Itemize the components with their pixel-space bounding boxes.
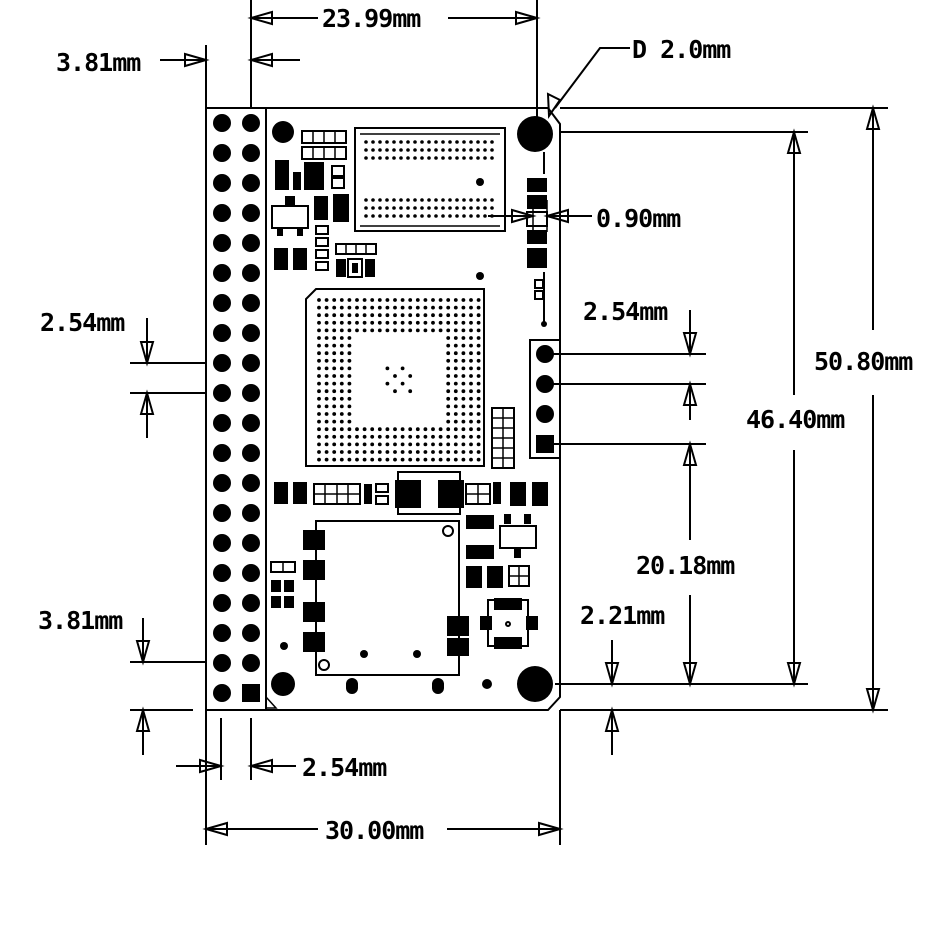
left-bottom-offset-label: 3.81mm — [38, 606, 123, 635]
header-pin — [213, 504, 231, 522]
header-pin — [242, 234, 260, 252]
header-pin — [213, 684, 231, 702]
header-pin — [242, 444, 260, 462]
header-pin — [213, 174, 231, 192]
header-pin — [242, 204, 260, 222]
header-pin — [242, 384, 260, 402]
header-pins — [213, 114, 260, 702]
header-pin — [213, 384, 231, 402]
header-pin — [213, 144, 231, 162]
header-pin — [213, 354, 231, 372]
header-pin — [242, 654, 260, 672]
header-pin — [213, 624, 231, 642]
header-pin — [242, 324, 260, 342]
header-pin — [213, 564, 231, 582]
left-pitch-label: 2.54mm — [40, 308, 125, 337]
passive-components — [270, 130, 561, 694]
header-pin — [242, 564, 260, 582]
header-pin — [213, 114, 231, 132]
dimension-labels: 23.99mm 3.81mm D 2.0mm 0.90mm 2.54mm 50.… — [38, 4, 914, 845]
header-pin — [213, 414, 231, 432]
header-pin — [213, 534, 231, 552]
header-pin — [242, 534, 260, 552]
header-pin — [242, 474, 260, 492]
header-pin — [242, 264, 260, 282]
dimension-lines — [130, 0, 888, 845]
total-height-label: 50.80mm — [814, 347, 913, 376]
right-pitch-label: 2.54mm — [583, 297, 668, 326]
header-pin — [213, 444, 231, 462]
header-pin — [213, 594, 231, 612]
connector-offset-label: 20.18mm — [636, 551, 735, 580]
header-pin — [213, 474, 231, 492]
header-pin-square — [242, 684, 260, 702]
hole-spacing-label: 46.40mm — [746, 405, 845, 434]
header-pin — [213, 294, 231, 312]
header-pin — [242, 174, 260, 192]
header-pin — [213, 654, 231, 672]
bottom-pitch-label: 2.54mm — [302, 753, 387, 782]
header-pin — [242, 414, 260, 432]
header-pin — [213, 324, 231, 342]
right-bottom-offset-label: 2.21mm — [580, 601, 665, 630]
header-pin — [242, 294, 260, 312]
trace-width-label: 0.90mm — [596, 204, 681, 233]
header-pin — [213, 204, 231, 222]
left-offset-label: 3.81mm — [56, 48, 141, 77]
bga-processor — [305, 272, 485, 467]
header-pin — [242, 144, 260, 162]
header-pin — [213, 264, 231, 282]
hole-diameter-label: D 2.0mm — [632, 35, 731, 64]
header-pin — [242, 504, 260, 522]
header-pin — [242, 594, 260, 612]
total-width-label: 30.00mm — [325, 816, 424, 845]
memory-chip — [354, 127, 506, 232]
top-width-label: 23.99mm — [322, 4, 421, 33]
mounting-holes — [271, 116, 553, 702]
header-pin — [213, 234, 231, 252]
header-pin — [242, 624, 260, 642]
header-pin — [242, 114, 260, 132]
pin1-marker — [265, 695, 278, 709]
header-pin — [242, 354, 260, 372]
